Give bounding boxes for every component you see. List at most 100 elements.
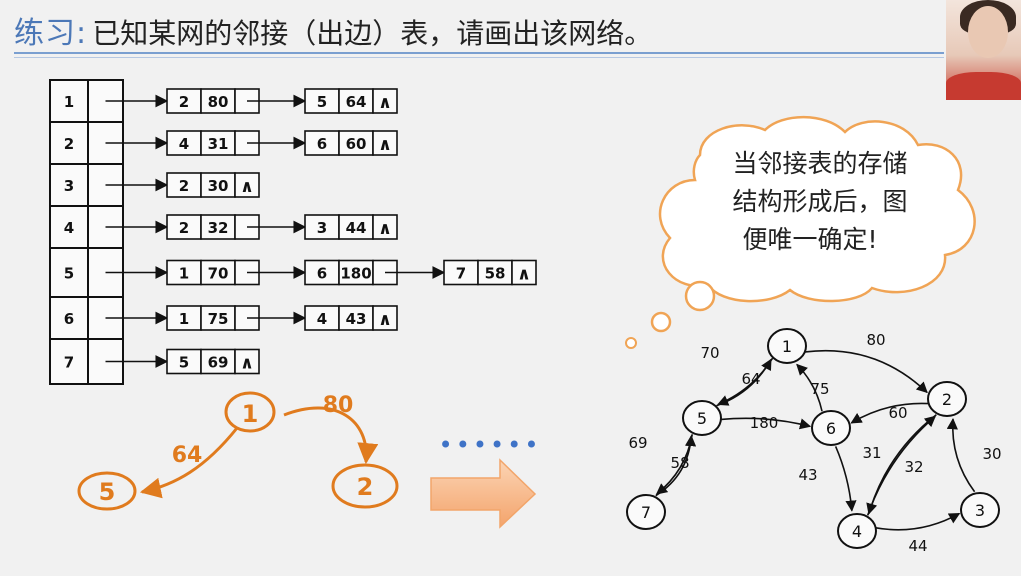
graph-edge-weight-4-3: 44 [908,537,927,555]
graph-node-label: 5 [697,409,707,428]
edge-node-weight: 58 [485,265,506,283]
edge-node-adjvex: 3 [317,219,327,237]
title-underline-thin [14,57,944,58]
graph-edge-2-4 [866,414,937,515]
graph-edge-weight-4-2: 32 [904,458,923,476]
edge-node-adjvex-cell [304,130,340,156]
edge-node-adjvex-cell [166,172,202,198]
edge-node-adjvex: 5 [317,93,327,111]
edge-node-adjvex: 6 [317,265,327,283]
edge-node-weight: 43 [346,310,367,328]
slide-title: 练习: 已知某网的邻接（出边）表，请画出该网络。 [14,8,653,51]
null-pointer-symbol: ∧ [240,177,254,197]
graph-node-label: 1 [782,337,792,356]
vertex-label: 1 [64,93,74,111]
vertex-label: 5 [64,265,74,283]
edge-node-weight-cell [338,88,374,114]
null-pointer-symbol: ∧ [378,135,392,155]
graph-node-4 [837,513,877,549]
edge-node-adjvex: 1 [179,265,189,283]
graph-edge-weight-3-2: 30 [982,445,1001,463]
null-pointer-symbol: ∧ [378,219,392,239]
edge-node-adjvex: 2 [179,219,189,237]
graph-node-7 [626,494,666,530]
edge-node-weight: 44 [346,219,367,237]
graph-node-label: 4 [852,522,862,541]
edge-node-adjvex: 1 [179,310,189,328]
edge-node-next-cell [511,259,537,286]
sketch-node-2 [331,463,399,509]
title-text: 已知某网的邻接（出边）表，请画出该网络。 [92,17,653,50]
edge-node-weight-cell [200,305,236,331]
vertex-label: 3 [64,177,74,195]
graph-node-label: 2 [942,390,952,409]
graph-edge-weight-6-1: 75 [810,380,829,398]
sketch-node-1 [224,391,276,433]
graph-edge-5-6 [720,417,812,430]
cloud-text-line1: 当邻接表的存储 [732,149,907,178]
sketch-node-5-label: 5 [99,478,116,506]
edge-node-weight: 30 [208,177,229,195]
edge-node-weight: 180 [340,265,371,283]
edge-node-weight-cell [200,88,236,114]
graph-edge-weight-7-5: 69 [628,434,647,452]
big-right-arrow-icon [430,458,537,529]
cloud-text-line2: 结构形成后，图 [732,187,907,216]
graph-node-label: 6 [826,419,836,438]
title-underline [14,52,944,54]
edge-node-weight: 80 [208,93,229,111]
edge-node-weight-cell [338,259,374,286]
cloud-bubble-large [684,280,716,312]
edge-node-weight: 64 [346,93,367,111]
title-prefix: 练习: [14,16,88,51]
graph-edge-weight-6-4: 43 [798,466,817,484]
thought-cloud: 当邻接表的存储 结构形成后，图 便唯一确定! [625,115,976,349]
edge-node-adjvex: 2 [179,93,189,111]
graph-node-label: 3 [975,501,985,520]
edge-node-adjvex-cell [304,259,340,286]
graph-node-3 [960,492,1000,528]
sketch-edge-1-2 [283,406,379,465]
edge-node-adjvex-cell [166,214,202,240]
sketch-node-2-label: 2 [357,473,374,501]
edge-node-adjvex-cell [166,130,202,156]
edge-node-weight: 69 [208,354,229,372]
graph-edge-2-6 [850,402,929,424]
edge-node-weight: 70 [208,265,229,283]
edge-node-weight-cell [200,214,236,240]
graph-node-5 [682,400,722,436]
edge-node-adjvex: 4 [317,310,327,328]
graph-edge-3-2 [946,418,976,493]
graph-edge-4-3 [875,512,961,531]
graph-edge-weight-5-6: 180 [750,414,779,432]
graph-edge-6-1 [796,363,823,412]
sketch-node-1-label: 1 [242,400,259,428]
graph-edge-weight-5-1: 70 [700,344,719,362]
vertex-label: 4 [64,219,74,237]
vertex-cell-4 [49,205,89,249]
graph-edge-7-5 [655,434,697,497]
edge-node-next-cell [234,348,260,375]
edge-node-next-cell [372,88,398,114]
edge-node-weight-cell [200,259,236,286]
edge-node-adjvex-cell [166,88,202,114]
edge-node-weight-cell [200,130,236,156]
null-pointer-symbol: ∧ [378,310,392,330]
graph-edge-1-2 [804,349,928,394]
edge-node-next-cell [372,214,398,240]
edge-node-weight-cell [338,130,374,156]
null-pointer-symbol: ∧ [517,265,531,285]
sketch-diagram: 1 5 2 64 80 [77,391,399,511]
graph-edge-weight-1-5: 64 [741,370,760,388]
graph-edge-weight-5-7: 58 [670,454,689,472]
graph-edge-weight-2-4: 31 [862,444,881,462]
edge-node-adjvex: 4 [179,135,189,153]
graph-edge-weight-1-2: 80 [866,331,885,349]
edge-node-next-cell [234,172,260,198]
vertex-label: 2 [64,135,74,153]
graph-node-1 [767,328,807,364]
vertex-cell-5 [49,247,89,298]
edge-node-adjvex: 7 [456,265,466,283]
